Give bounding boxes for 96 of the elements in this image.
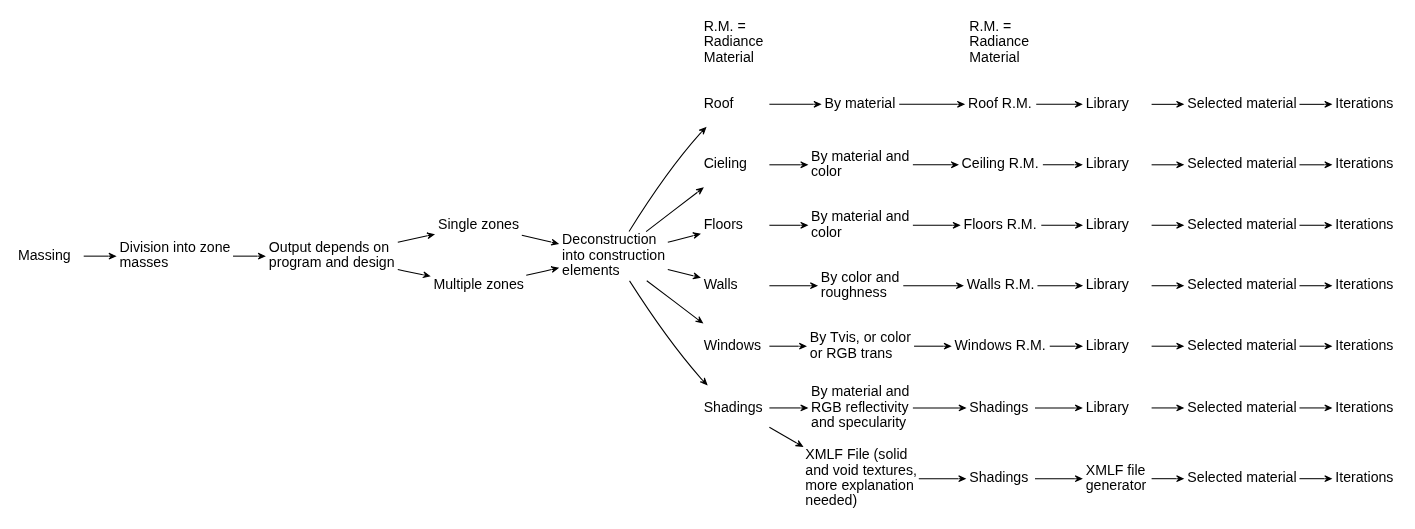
arrow [1036, 282, 1083, 290]
node-text: Selected material [1187, 215, 1297, 232]
arrow [1151, 342, 1184, 350]
arrow [768, 282, 818, 290]
arrow [232, 252, 266, 260]
arrow [768, 161, 808, 169]
arrow [768, 404, 808, 412]
arrow [912, 161, 959, 169]
node-text: Library [1085, 155, 1129, 172]
node-text: Selected material [1187, 336, 1297, 353]
node-text: Shadings [969, 469, 1029, 486]
node-text: Library [1085, 276, 1129, 293]
arrow [768, 221, 808, 229]
node-text: Iterations [1335, 276, 1394, 293]
arrow [768, 426, 803, 447]
arrow [628, 127, 707, 232]
arrow [1151, 161, 1184, 169]
node-text: Roof [703, 94, 734, 111]
arrow [1049, 342, 1083, 350]
arrow [1151, 282, 1184, 290]
node-text: Division into zone masses [119, 239, 231, 271]
node-text: Selected material [1187, 155, 1297, 172]
node-text: Selected material [1187, 469, 1297, 486]
arrow [1298, 161, 1332, 169]
node-text: Shadings [969, 398, 1029, 415]
node-text: Deconstruction into construction elements [562, 231, 666, 279]
arrow [667, 232, 701, 243]
arrow [912, 221, 960, 229]
node-text: Library [1085, 398, 1129, 415]
arrow [1042, 161, 1083, 169]
node-text: Iterations [1335, 94, 1394, 111]
arrow [1151, 475, 1184, 483]
node-text: Iterations [1335, 469, 1394, 486]
arrow [902, 282, 964, 290]
node-text: Library [1085, 94, 1129, 111]
node-text: By material [824, 94, 896, 111]
arrow [1035, 100, 1083, 108]
node-text: Output depends on program and design [268, 239, 395, 271]
node-text: Selected material [1187, 276, 1297, 293]
arrow [83, 252, 116, 260]
node-text: Selected material [1187, 94, 1297, 111]
node-text: Massing [17, 246, 71, 263]
arrow [1034, 404, 1083, 412]
arrow [1298, 342, 1332, 350]
arrow [521, 234, 559, 246]
node-text: Floors R.M. [963, 215, 1037, 232]
arrow [667, 268, 701, 280]
arrow [525, 266, 559, 276]
arrow [1298, 475, 1332, 483]
node-text: Single zones [437, 215, 519, 232]
node-text: Iterations [1335, 155, 1394, 172]
arrow [1040, 221, 1083, 229]
arrow [913, 342, 951, 350]
node-text: Windows R.M. [954, 336, 1046, 353]
arrow [629, 280, 708, 386]
node-text: Walls [703, 276, 738, 293]
node-text: Selected material [1187, 398, 1297, 415]
arrow [912, 404, 966, 412]
arrow [768, 100, 821, 108]
node-text: By material and RGB reflectivity and specularity [811, 383, 910, 430]
node-text: Windows [703, 336, 762, 353]
node-text: Iterations [1335, 215, 1394, 232]
arrow [898, 100, 965, 108]
arrow [1298, 404, 1332, 412]
node-text: Library [1085, 215, 1129, 232]
arrow [918, 475, 966, 483]
node-text: By material and color [811, 208, 910, 240]
arrow [1298, 221, 1332, 229]
node-text: Multiple zones [433, 276, 524, 293]
arrow [1298, 282, 1332, 290]
node-text: Cieling [703, 155, 747, 172]
arrow [1151, 221, 1184, 229]
node-text: Iterations [1335, 398, 1394, 415]
node-text: Shadings [703, 398, 763, 415]
node-text: Library [1085, 336, 1129, 353]
arrow [1298, 100, 1332, 108]
arrow [646, 280, 703, 324]
node-text: Roof R.M. [968, 94, 1032, 111]
arrow [1151, 100, 1184, 108]
node-text: Walls R.M. [966, 276, 1035, 293]
node-text: XMLF File (solid and void textures, more explanation needed) [805, 446, 917, 509]
node-text: Iterations [1335, 336, 1394, 353]
label: R.M. = Radiance Material [969, 17, 1030, 65]
arrow [768, 342, 807, 350]
node-text: XMLF file generator [1085, 461, 1147, 494]
node-text: By Tvis, or color or RGB trans [809, 329, 911, 361]
arrow [397, 269, 431, 279]
arrow [645, 187, 704, 233]
node-text: By color and roughness [820, 268, 900, 301]
label: R.M. = Radiance Material [703, 17, 764, 65]
node-text: Ceiling R.M. [961, 155, 1039, 172]
node-text: By material and color [811, 147, 910, 180]
arrow [1151, 404, 1184, 412]
arrow [1034, 475, 1083, 483]
node-text: Floors [703, 215, 743, 232]
arrow [397, 232, 435, 243]
